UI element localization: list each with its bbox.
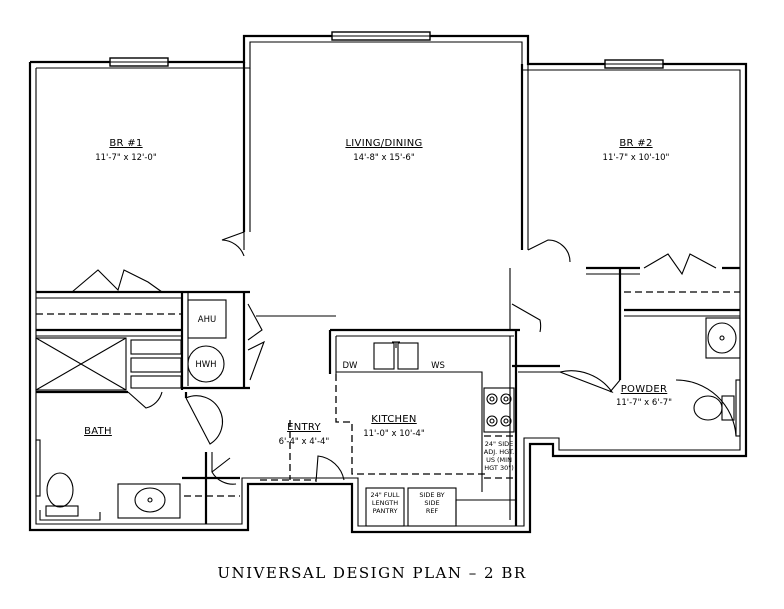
doors — [71, 231, 737, 485]
dashed-guides — [243, 232, 336, 481]
exterior-walls — [28, 34, 748, 534]
counter-label-line2: ADJ. HGT. — [484, 448, 514, 456]
powder-name: POWDER — [621, 384, 668, 395]
br1-name: BR #1 — [109, 138, 142, 149]
living-name: LIVING/DINING — [345, 138, 422, 149]
windows — [109, 31, 664, 69]
mechanical-fixtures — [187, 299, 227, 383]
pantry-label-line3: PANTRY — [373, 507, 398, 515]
powder-fixtures — [693, 317, 741, 437]
counter-label-line1: 24" SIDE — [485, 440, 513, 448]
pantry-label-line1: 24" FULL — [370, 491, 399, 499]
br2-name: BR #2 — [619, 138, 652, 149]
kitchen-name: KITCHEN — [371, 414, 416, 425]
plan-caption: UNIVERSAL DESIGN PLAN – 2 BR — [217, 564, 526, 582]
counter-label-line3: US (MIN — [486, 456, 512, 464]
pantry-label-line2: LENGTH — [372, 499, 398, 507]
ws-label: WS — [431, 361, 445, 371]
living-dims: 14'-8" x 15'-6" — [353, 153, 415, 163]
br2-dims: 11'-7" x 10'-10" — [603, 153, 670, 163]
entry-dims: 6'-4" x 4'-4" — [279, 437, 330, 447]
br1-dims: 11'-7" x 12'-0" — [95, 153, 157, 163]
room-labels: BR #1 11'-7" x 12'-0" LIVING/DINING 14'-… — [84, 138, 672, 447]
entry-name: ENTRY — [287, 422, 321, 433]
ahu-label: AHU — [198, 315, 216, 325]
hwh-label: HWH — [195, 360, 216, 370]
interior-walls — [35, 62, 740, 526]
kitchen-fixtures — [335, 341, 516, 527]
powder-dims: 11'-7" x 6'-7" — [616, 398, 672, 408]
counter-label-line4: HGT 30") — [484, 464, 514, 472]
ref-label-line3: REF — [426, 507, 439, 515]
ref-label-line1: SIDE BY — [419, 491, 444, 499]
dw-label: DW — [343, 361, 359, 371]
bath-fixtures — [35, 439, 181, 521]
kitchen-dims: 11'-0" x 10'-4" — [363, 429, 425, 439]
bath-name: BATH — [84, 426, 112, 437]
fixture-labels: AHU HWH DW WS 24" FULL LENGTH PANTRY SID… — [195, 315, 514, 515]
ref-label-line2: SIDE — [424, 499, 439, 507]
